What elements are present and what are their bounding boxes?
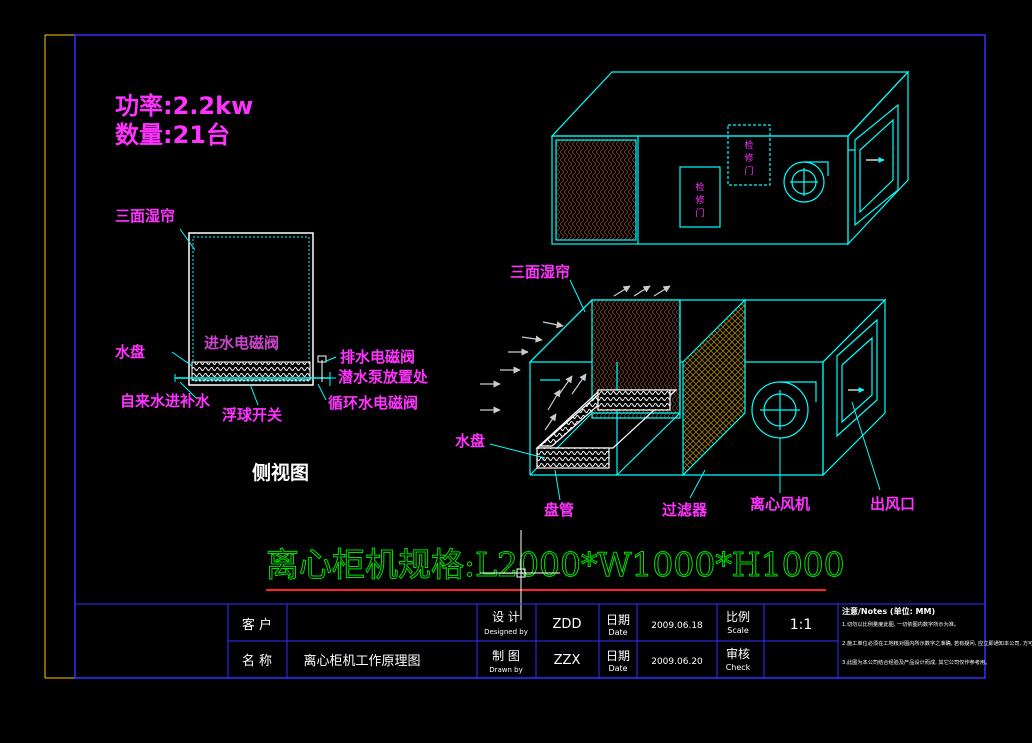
main-coil (536, 447, 610, 469)
door2-char-2: 修 (744, 152, 753, 164)
side-label-curtain: 三面湿帘 (115, 207, 175, 225)
date-value-1: 2009.06.18 (651, 621, 703, 631)
main-label-tray: 水盘 (455, 432, 485, 450)
design-label: 设 计 (492, 610, 520, 624)
date-label-en-2: Date (608, 664, 627, 673)
scale-label-en: Scale (727, 626, 749, 635)
main-label-filter: 过滤器 (662, 501, 708, 519)
date-value-2: 2009.06.20 (651, 657, 703, 667)
notes-line-3: 3.此图为本公司结合经验及产品设计而成, 其它公司仅作参考用。 (842, 658, 990, 666)
scale-value: 1:1 (790, 617, 813, 633)
spec-title: 离心柜机规格:L2000*W1000*H1000 (266, 545, 845, 584)
side-view-housing (188, 232, 314, 386)
customer-label: 客 户 (242, 617, 272, 633)
side-label-tray: 水盘 (115, 343, 145, 361)
check-label: 审核 (726, 646, 750, 661)
side-view-title: 侧视图 (252, 461, 309, 484)
name-label: 名 称 (242, 653, 272, 669)
date-label-en-1: Date (608, 628, 627, 637)
name-value: 离心柜机工作原理图 (303, 653, 420, 669)
frame (44, 34, 986, 679)
notes-line-1: 1.切勿以比例量度此图, 一切依图内数字所示为准。 (842, 620, 959, 628)
airflow-arrows (480, 285, 671, 431)
cad-cursor (480, 530, 560, 620)
main-label-fan: 离心风机 (750, 495, 810, 513)
notes-line-2: 2.施工单位必须在工地核对图内所示数字之准确, 若有疑问, 应立即通知本公司, … (842, 639, 1032, 647)
notes-title: 注意/Notes (单位: MM) (842, 606, 935, 616)
draw-value: ZZX (554, 653, 581, 668)
door1-char-2: 修 (695, 194, 704, 206)
main-label-outlet: 出风口 (870, 495, 915, 513)
side-label-tap-water: 自来水进补水 (120, 392, 211, 410)
side-label-inlet-valve: 进水电磁阀 (204, 334, 279, 352)
side-view (171, 228, 337, 406)
main-leaders (489, 279, 881, 501)
main-label-curtain: 三面湿帘 (510, 263, 570, 281)
side-label-drain-valve: 排水电磁阀 (340, 348, 415, 366)
draw-label-en: Drawn by (489, 666, 523, 674)
draw-label: 制 图 (492, 649, 520, 663)
main-label-coil: 盘管 (544, 501, 574, 519)
side-label-circ-valve: 循环水电磁阀 (328, 394, 418, 412)
power-text: 功率:2.2kw (115, 92, 253, 120)
date-label-1: 日期 (606, 613, 630, 627)
main-unit (528, 298, 887, 477)
design-label-en: Designed by (484, 628, 528, 636)
door2-char-3: 门 (744, 165, 753, 177)
title-block (75, 603, 985, 678)
side-label-float: 浮球开关 (222, 406, 282, 424)
door1-char-3: 门 (695, 207, 704, 219)
side-view-pad (191, 361, 311, 381)
date-label-2: 日期 (606, 649, 630, 663)
side-label-pump: 潜水泵放置处 (338, 368, 429, 386)
design-value: ZDD (553, 617, 582, 632)
scale-label: 比例 (726, 610, 750, 624)
quantity-text: 数量:21台 (115, 121, 230, 149)
door1-char-1: 检 (695, 181, 704, 193)
top-unit (550, 70, 910, 246)
check-label-en: Check (726, 663, 751, 672)
door2-char-1: 检 (744, 139, 753, 151)
